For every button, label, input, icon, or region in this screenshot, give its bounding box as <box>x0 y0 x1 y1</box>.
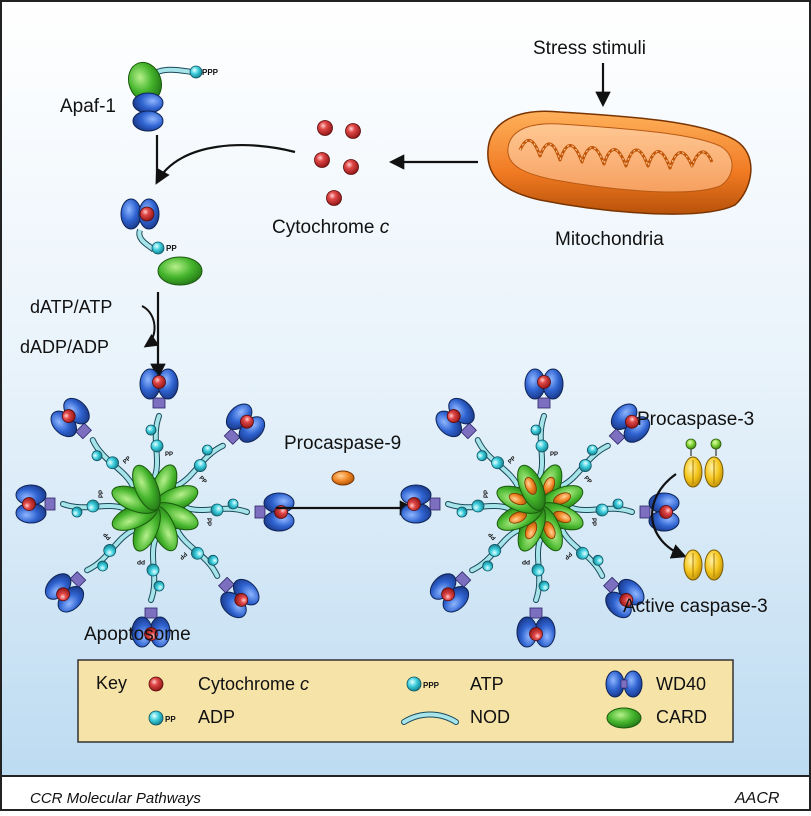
key-nod-label: NOD <box>470 707 510 727</box>
key-cytochrome-icon <box>148 676 164 692</box>
procaspase3-icon <box>683 438 724 488</box>
mitochondria-label: Mitochondria <box>555 229 664 250</box>
apaf1-ppp: PPP <box>202 68 219 77</box>
key-atp-label: ATP <box>470 674 504 694</box>
key-adp-label: ADP <box>198 707 235 727</box>
svg-text:PPP: PPP <box>423 681 440 690</box>
key-box: Key Cytochrome c PPP ATP WD40 PP ADP NOD… <box>77 659 734 743</box>
stress-stimuli-label: Stress stimuli <box>533 38 646 59</box>
key-card-label: CARD <box>656 707 707 727</box>
active-caspase3-label: Active caspase-3 <box>623 596 768 617</box>
key-card-icon <box>606 707 642 729</box>
key-nod-icon <box>401 711 459 725</box>
key-atp-icon: PPP <box>406 676 440 692</box>
key-wd40-icon <box>605 670 643 698</box>
key-title: Key <box>96 673 127 693</box>
apaf1-label: Apaf-1 <box>60 96 116 117</box>
binding-curve <box>155 144 296 185</box>
apaf1-cytochrome-complex: PP <box>120 198 203 286</box>
active-caspase3-icon <box>683 549 724 581</box>
svg-text:PP: PP <box>165 715 176 724</box>
procaspase3-label: Procaspase-3 <box>637 409 754 430</box>
activation-arrow <box>651 473 687 559</box>
nucleotide-exchange-curve <box>141 305 160 348</box>
key-adp-icon: PP <box>148 710 176 726</box>
footer-bar <box>2 776 809 809</box>
cytochrome-c-label: Cytochrome c <box>272 217 390 238</box>
procaspase9-icon <box>331 470 355 486</box>
datp-label: dATP/ATP <box>30 297 112 317</box>
footer-journal-label: CCR Molecular Pathways <box>30 790 201 807</box>
key-cytochrome-label: Cytochrome c <box>198 674 309 694</box>
procaspase9-label: Procaspase-9 <box>284 433 401 454</box>
mitochondria-icon <box>487 110 752 215</box>
apaf1-inactive: PPP <box>127 61 219 132</box>
apoptosome-active <box>401 369 679 647</box>
dadp-label: dADP/ADP <box>20 337 109 357</box>
aacr-logo: AACR <box>734 790 780 807</box>
key-wd40-label: WD40 <box>656 674 706 694</box>
complex-pp: PP <box>166 244 177 253</box>
apoptosome-label: Apoptosome <box>84 624 191 645</box>
cytochrome-c-cluster <box>314 120 361 206</box>
